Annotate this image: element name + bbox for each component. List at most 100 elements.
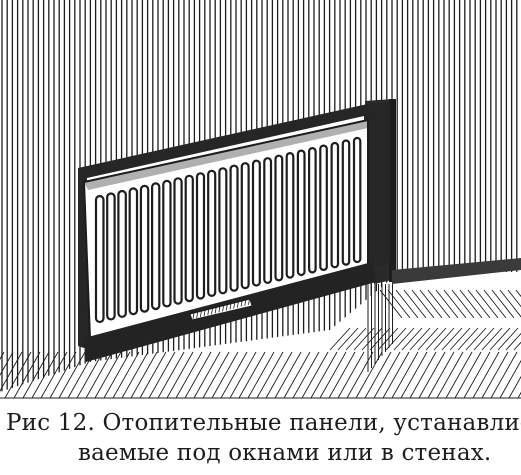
panel-top-edge xyxy=(84,120,368,190)
floor-hatch-line xyxy=(31,351,59,399)
floor-hatch-line xyxy=(121,351,149,399)
floor-hatch-line xyxy=(417,327,439,351)
floor-hatch-line xyxy=(411,289,435,319)
panel-fin xyxy=(285,152,295,279)
pipe-hatching xyxy=(367,284,393,372)
grille-slit xyxy=(240,300,243,307)
floor-hatch-line xyxy=(391,351,419,399)
floor-hatch-line xyxy=(505,332,521,351)
panel-fin xyxy=(117,189,127,318)
panel-fin xyxy=(218,167,228,295)
floor-hatch-line xyxy=(328,351,356,399)
floor-hatch-line xyxy=(445,351,473,399)
caption-line-2: ваемые под окнами или в стенах. xyxy=(78,440,492,466)
floor-hatch-line xyxy=(301,351,329,399)
floor-hatch-line xyxy=(475,289,499,319)
floor-hatch-line xyxy=(373,351,401,399)
grille-slit xyxy=(244,299,247,306)
floor-hatch-line xyxy=(265,351,293,399)
floor-hatch-line xyxy=(377,327,399,351)
floor-hatch-line xyxy=(85,351,113,399)
floor-hatch-line xyxy=(202,351,230,399)
floor-hatch-line xyxy=(0,351,23,392)
floor-hatch-line xyxy=(0,351,14,376)
floor-hatch-line xyxy=(483,289,507,319)
grille-slit xyxy=(248,298,250,305)
vent-grille xyxy=(192,298,250,320)
floor-hatch-line xyxy=(4,351,32,399)
panel-fin xyxy=(308,147,317,274)
floor-hatch-line xyxy=(435,289,459,319)
panel-fin xyxy=(106,192,116,321)
floor-hatch-line xyxy=(508,375,521,399)
panel-fin xyxy=(94,194,105,324)
floor-hatch-line xyxy=(489,327,511,351)
floor-hatch-line xyxy=(112,351,140,399)
panel-fin xyxy=(240,162,250,290)
floor-hatch-line xyxy=(433,327,455,351)
panel-fins xyxy=(94,136,362,324)
floor-hatch-line xyxy=(139,351,167,399)
floor-hatch-line xyxy=(481,327,503,351)
floor-hatch-line xyxy=(103,351,131,399)
floor-hatch-line xyxy=(184,351,212,399)
floor-hatch-line xyxy=(427,289,451,319)
grille-slit xyxy=(233,302,236,309)
grille-slit xyxy=(229,303,232,310)
panel-fin xyxy=(352,136,362,264)
floor-hatch-line xyxy=(76,351,104,399)
floor-hatch-line xyxy=(418,351,446,399)
floor-hatch-line xyxy=(256,351,284,399)
floor-hatch-line xyxy=(490,351,518,399)
floor-hatch-line xyxy=(353,327,375,351)
floor-hatch-line xyxy=(507,289,521,308)
floor-hatch-line xyxy=(238,351,266,399)
floor-hatch-line xyxy=(409,327,431,351)
panel-fin xyxy=(330,141,340,269)
floor-hatch-line xyxy=(310,351,338,399)
floor-hatch-line xyxy=(451,289,475,319)
panel-fin xyxy=(173,177,183,305)
panel-fin xyxy=(251,159,261,287)
caption-line-1: Рис 12. Отопительные панели, устанавли- xyxy=(6,410,521,436)
floor-hatch-line xyxy=(497,327,519,351)
floor-hatch-line xyxy=(465,327,487,351)
wall-base xyxy=(392,258,521,284)
floor-hatch-line xyxy=(13,351,41,399)
floor-hatch-line xyxy=(166,351,194,399)
panel-fin xyxy=(195,172,206,300)
heating-panel-illustration xyxy=(0,0,521,400)
floor-hatch-line xyxy=(193,351,221,399)
floor-hatch-line xyxy=(337,351,365,399)
floor-hatch-line xyxy=(425,327,447,351)
floor-hatch-line xyxy=(472,351,500,399)
floor-hatch-line xyxy=(515,289,521,298)
floor-hatch-line xyxy=(382,351,410,399)
panel-fin xyxy=(296,149,306,277)
panel-fin xyxy=(128,187,139,316)
panel-fin xyxy=(184,174,194,303)
floor-hatch-line xyxy=(457,327,479,351)
floor-hatch-line xyxy=(49,351,77,399)
floor-hatch-line xyxy=(481,351,509,399)
grille-slit xyxy=(237,301,239,308)
floor-hatch-line xyxy=(387,289,411,319)
floor-hatch-line xyxy=(463,351,491,399)
floor-hatch-line xyxy=(393,327,415,351)
floor-hatch-line xyxy=(427,351,455,399)
floor-hatch-line xyxy=(319,351,347,399)
floor-hatch-line xyxy=(337,327,359,351)
floor-hatch-line xyxy=(449,327,471,351)
panel-fin xyxy=(274,154,284,282)
floor-hatch-line xyxy=(283,351,311,399)
floor-hatch-line xyxy=(157,351,185,399)
grille-slit xyxy=(200,311,202,318)
panel-fin xyxy=(263,157,273,284)
floor-hatch-line xyxy=(329,327,351,351)
panel-fin xyxy=(341,139,351,266)
floor-hatch-line xyxy=(454,351,482,399)
panel-fin xyxy=(229,164,239,292)
floor-hatch-line xyxy=(419,289,443,319)
floor-hatch-line xyxy=(94,351,122,399)
panel-fin xyxy=(151,182,161,311)
